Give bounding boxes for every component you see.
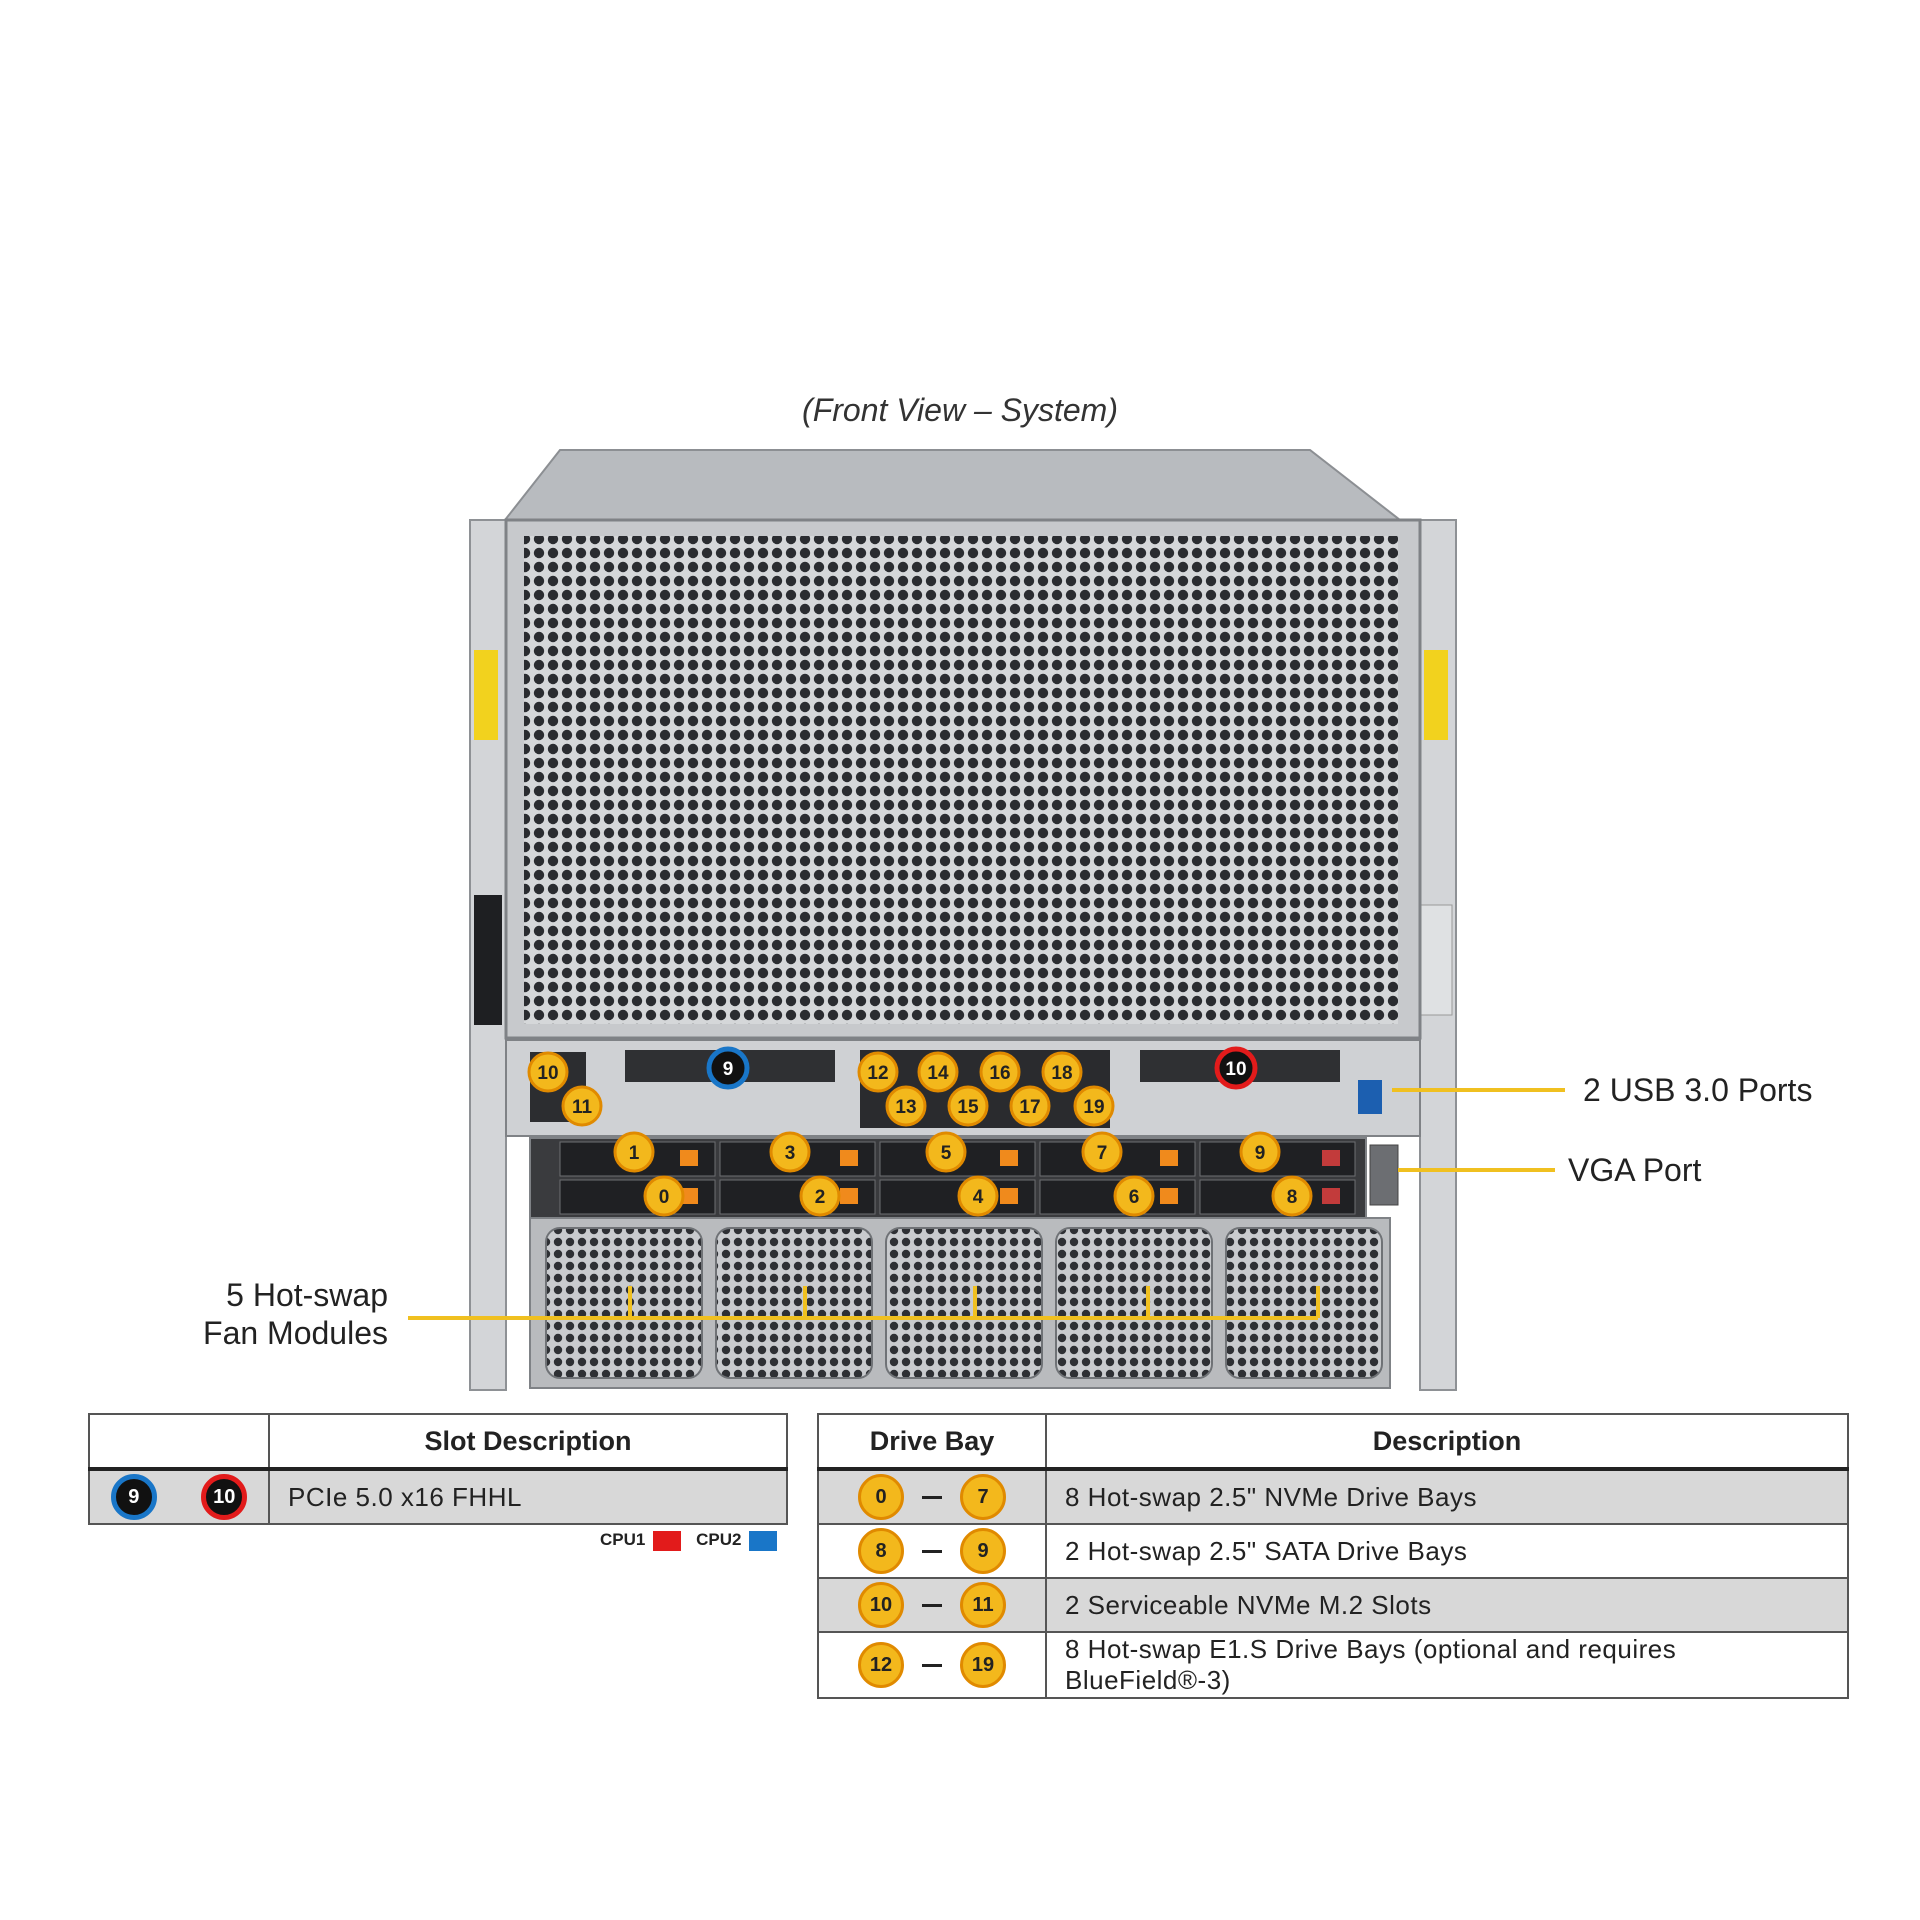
svg-text:3: 3 — [785, 1143, 796, 1164]
drive-bay-badge: 3 — [769, 1131, 811, 1173]
svg-text:7: 7 — [1097, 1143, 1108, 1164]
svg-text:6: 6 — [1129, 1187, 1140, 1208]
e1s-bay-badge: 19 — [1073, 1085, 1115, 1127]
drive-bay-table: Drive Bay Description 0 7 8 Hot-swap 2.5"… — [817, 1413, 1849, 1699]
bay-from-badge: 10 — [858, 1582, 904, 1628]
svg-text:17: 17 — [1019, 1097, 1040, 1118]
fan-callout-label: 5 Hot-swap Fan Modules — [170, 1276, 388, 1352]
e1s-bay-badge: 16 — [979, 1051, 1021, 1093]
drive-bay-badge: 2 — [799, 1175, 841, 1217]
table-row: 0 7 8 Hot-swap 2.5" NVMe Drive Bays — [817, 1468, 1849, 1525]
bay-to-badge: 7 — [960, 1474, 1006, 1520]
svg-text:9: 9 — [1255, 1143, 1266, 1164]
e1s-bay-badge: 15 — [947, 1085, 989, 1127]
svg-text:5: 5 — [941, 1143, 952, 1164]
slot-badge-cpu1: 10 — [201, 1474, 248, 1520]
bay-description: 2 Serviceable NVMe M.2 Slots — [1045, 1577, 1849, 1633]
fan-modules — [545, 1227, 1383, 1379]
pcie-slot-badge-cpu2: 9 — [706, 1046, 750, 1090]
pcie-slot-badge-cpu1: 10 — [1214, 1046, 1258, 1090]
svg-text:12: 12 — [867, 1063, 888, 1084]
table-row: 10 11 2 Serviceable NVMe M.2 Slots — [817, 1577, 1849, 1633]
cpu2-swatch — [749, 1530, 778, 1551]
svg-text:4: 4 — [973, 1187, 984, 1208]
drive-bay-badge: 1 — [613, 1131, 655, 1173]
svg-text:8: 8 — [1287, 1187, 1298, 1208]
e1s-bay-badge: 13 — [885, 1085, 927, 1127]
bay-header: Drive Bay — [817, 1413, 1047, 1471]
bay-from-badge: 0 — [858, 1474, 904, 1520]
table-row: 8 9 2 Hot-swap 2.5" SATA Drive Bays — [817, 1523, 1849, 1579]
slot-description: PCIe 5.0 x16 FHHL — [268, 1468, 788, 1525]
fan-callout-line2: Fan Modules — [203, 1315, 388, 1351]
bay-to-badge: 11 — [960, 1582, 1006, 1628]
cpu2-legend-label: CPU2 — [696, 1530, 742, 1549]
bay-description-header: Description — [1045, 1413, 1849, 1471]
slot-description-table: Slot Description 9 10 PCIe 5.0 x16 FHHL — [88, 1413, 788, 1525]
left-black-strip — [474, 895, 502, 1025]
e1s-bay-badge: 12 — [857, 1051, 899, 1093]
slot-badges: 9 10 — [88, 1468, 270, 1525]
cpu1-swatch — [653, 1530, 682, 1551]
bay-table-header: Drive Bay Description — [817, 1413, 1849, 1471]
drive-bay-badge: 6 — [1113, 1175, 1155, 1217]
slot-badge-cpu2: 9 — [110, 1474, 157, 1520]
drive-bay-badge: 0 — [643, 1175, 685, 1217]
drive-bay-badge: 7 — [1081, 1131, 1123, 1173]
e1s-bay-badge: 17 — [1009, 1085, 1051, 1127]
bay-to-badge: 19 — [960, 1642, 1006, 1688]
brand-plate — [1419, 904, 1453, 1016]
vga-port — [1369, 1144, 1399, 1206]
svg-text:19: 19 — [1083, 1097, 1104, 1118]
m2-slot-badge: 10 — [527, 1051, 569, 1093]
vga-callout-label: VGA Port — [1568, 1152, 1702, 1188]
left-warning-label — [474, 650, 498, 740]
slot-table-header: Slot Description — [88, 1413, 788, 1471]
bay-from-badge: 12 — [858, 1642, 904, 1688]
gpu-tray-mesh — [524, 536, 1398, 1024]
table-row: 12 19 8 Hot-swap E1.S Drive Bays (optiona… — [817, 1631, 1849, 1699]
chassis-top-lid — [502, 449, 1403, 521]
svg-text:10: 10 — [537, 1063, 558, 1084]
drive-bay-badge: 4 — [957, 1175, 999, 1217]
svg-text:1: 1 — [629, 1143, 640, 1164]
slot-header-blank — [88, 1413, 270, 1471]
svg-text:18: 18 — [1051, 1063, 1072, 1084]
drive-bay-badge: 8 — [1271, 1175, 1313, 1217]
cpu1-legend-label: CPU1 — [600, 1530, 646, 1549]
e1s-bay-badge: 14 — [917, 1051, 959, 1093]
svg-text:2: 2 — [815, 1187, 826, 1208]
svg-text:0: 0 — [659, 1187, 670, 1208]
e1s-bay-badge: 18 — [1041, 1051, 1083, 1093]
usb-ports — [1358, 1080, 1382, 1114]
right-warning-label — [1424, 650, 1448, 740]
drive-bay-badge: 5 — [925, 1131, 967, 1173]
svg-text:15: 15 — [957, 1097, 979, 1118]
svg-text:10: 10 — [1225, 1059, 1246, 1080]
bay-description: 8 Hot-swap 2.5" NVMe Drive Bays — [1045, 1468, 1849, 1525]
bay-description: 8 Hot-swap E1.S Drive Bays (optional and… — [1045, 1631, 1849, 1699]
drive-bay-badge: 9 — [1239, 1131, 1281, 1173]
slot-table-row: 9 10 PCIe 5.0 x16 FHHL — [88, 1468, 788, 1525]
svg-text:11: 11 — [572, 1097, 593, 1118]
svg-text:16: 16 — [989, 1063, 1010, 1084]
figure-caption: (Front View – System) — [802, 392, 1118, 428]
bay-from-badge: 8 — [858, 1528, 904, 1574]
cpu-legend: CPU1 CPU2 — [600, 1530, 787, 1551]
slot-header: Slot Description — [268, 1413, 788, 1471]
svg-text:9: 9 — [723, 1059, 734, 1080]
callout-lines — [408, 1088, 1565, 1320]
svg-text:14: 14 — [927, 1063, 949, 1084]
svg-text:13: 13 — [895, 1097, 916, 1118]
usb-callout-label: 2 USB 3.0 Ports — [1583, 1072, 1813, 1108]
m2-slot-badge: 11 — [561, 1085, 603, 1127]
bay-to-badge: 9 — [960, 1528, 1006, 1574]
fan-callout-line1: 5 Hot-swap — [226, 1277, 388, 1313]
bay-description: 2 Hot-swap 2.5" SATA Drive Bays — [1045, 1523, 1849, 1579]
